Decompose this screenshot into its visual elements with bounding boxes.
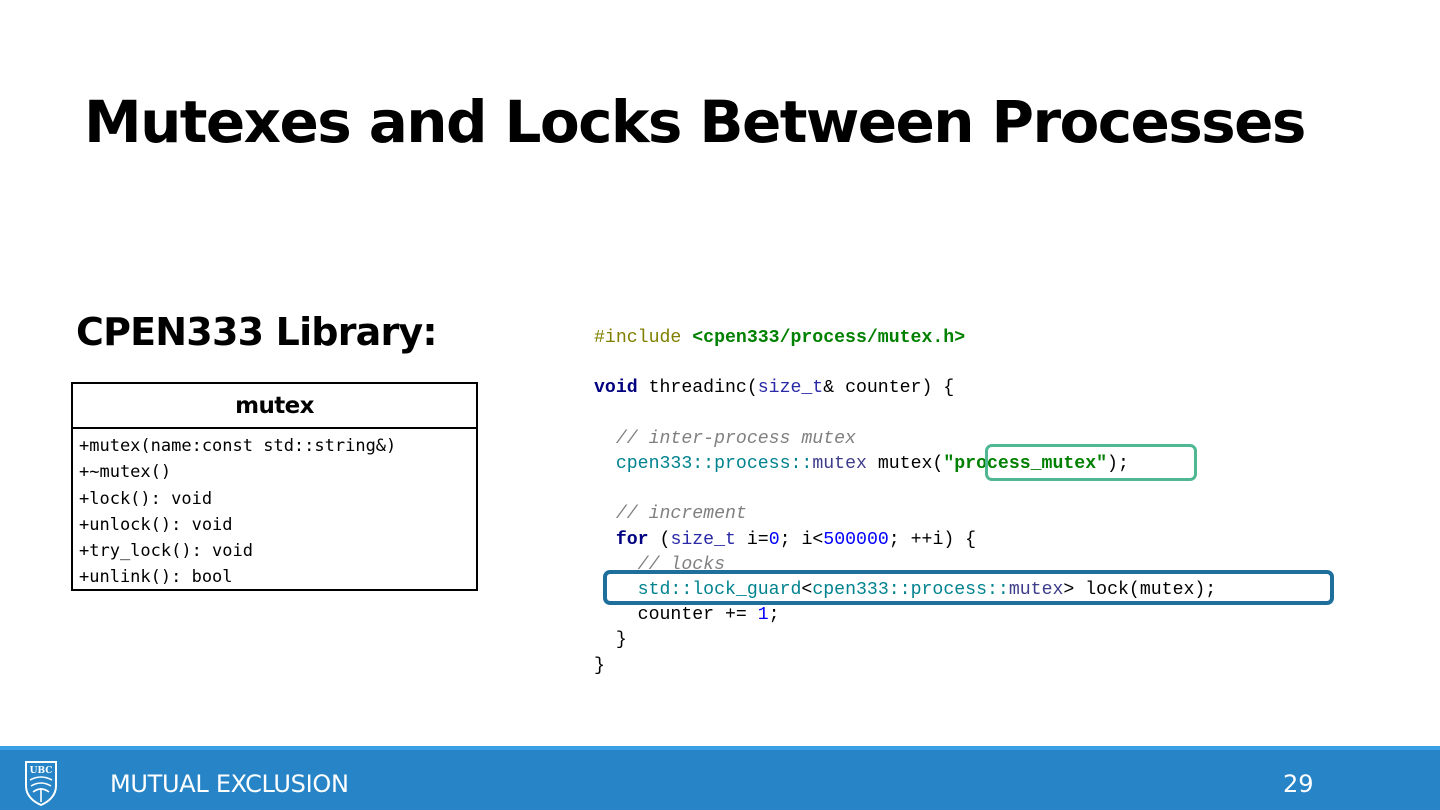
- code-line-6: cpen333::process::mutex mutex("process_m…: [594, 454, 1129, 474]
- mutex-name-string: "process_mutex": [943, 454, 1108, 475]
- cls-mutex: mutex: [812, 454, 867, 475]
- slide-title: Mutexes and Locks Between Processes: [84, 88, 1306, 156]
- footer-bar: UBC MUTUAL EXCLUSION 29: [0, 746, 1440, 810]
- num-one: 1: [757, 605, 769, 626]
- var-decl: mutex(: [866, 454, 944, 475]
- stmt-semi: ;: [768, 605, 780, 626]
- for-rest: ; ++i) {: [888, 529, 977, 550]
- include-directive: #include: [594, 328, 682, 348]
- code-line-14: }: [594, 656, 605, 676]
- fn-name: threadinc(: [637, 378, 758, 399]
- for-init: i=: [735, 529, 769, 550]
- decl-end: );: [1107, 454, 1129, 475]
- scope-sep: ::: [790, 454, 813, 475]
- page-number: 29: [1283, 770, 1314, 798]
- library-heading: CPEN333 Library:: [76, 310, 438, 354]
- cls-lock-guard: lock_guard: [692, 580, 802, 601]
- code-listing: #include <cpen333/process/mutex.h> void …: [594, 326, 1216, 679]
- ns-cpen333: cpen333: [812, 580, 889, 601]
- cls-mutex: mutex: [1008, 580, 1064, 601]
- code-line-5: // inter-process mutex: [594, 429, 856, 449]
- num-limit: 500000: [823, 529, 889, 550]
- uml-op-lock: +lock(): void: [79, 488, 213, 509]
- type-size-t: size_t: [670, 529, 736, 550]
- lock-rest: > lock(mutex);: [1063, 580, 1217, 601]
- comment-locks: // locks: [637, 554, 725, 575]
- ubc-logo-text: UBC: [30, 766, 53, 776]
- highlight-mutex-name: [985, 444, 1197, 481]
- kw-void: void: [594, 378, 638, 399]
- uml-op-unlink: +unlink(): bool: [79, 567, 233, 588]
- code-line-13: }: [594, 630, 627, 650]
- highlight-lock-guard: [603, 570, 1334, 605]
- footer-section-title: MUTUAL EXCLUSION: [110, 770, 349, 798]
- footer-accent-line: [0, 746, 1440, 750]
- uml-operations: +mutex(name:const std::string&) +~mutex(…: [73, 429, 476, 591]
- ns-process: process: [910, 580, 987, 601]
- code-line-8: // increment: [594, 504, 747, 524]
- scope-sep: ::: [692, 454, 715, 475]
- ns-process: process: [714, 454, 791, 475]
- include-path: <cpen333/process/mutex.h>: [692, 328, 966, 348]
- comment-mutex: // inter-process mutex: [615, 428, 856, 449]
- counter-stmt: counter +=: [637, 605, 758, 626]
- template-open: <: [801, 580, 813, 601]
- code-line-11: std::lock_guard<cpen333::process::mutex>…: [594, 580, 1217, 601]
- code-line-9: for (size_t i=0; i<500000; ++i) {: [594, 530, 976, 550]
- type-size-t: size_t: [757, 378, 824, 399]
- fn-params-rest: & counter) {: [823, 378, 955, 399]
- num-zero: 0: [768, 529, 780, 550]
- code-line-12: counter += 1;: [594, 605, 780, 625]
- ns-std: std: [637, 580, 671, 601]
- for-cond: ; i<: [779, 529, 824, 550]
- uml-class-diagram: mutex +mutex(name:const std::string&) +~…: [71, 382, 478, 591]
- ubc-crest-icon: UBC: [25, 761, 57, 806]
- code-line-3: void threadinc(size_t& counter) {: [594, 378, 954, 398]
- close-brace-inner: }: [615, 630, 627, 651]
- code-line-10: // locks: [594, 555, 725, 575]
- close-brace-outer: }: [594, 655, 605, 676]
- uml-class-name: mutex: [73, 384, 476, 429]
- kw-for: for: [615, 529, 649, 550]
- scope-sep: ::: [987, 580, 1009, 601]
- scope-sep: ::: [888, 580, 911, 601]
- uml-op-try-lock: +try_lock(): void: [79, 541, 253, 562]
- comment-increment: // increment: [615, 504, 747, 525]
- uml-op-destructor: +~mutex(): [79, 462, 172, 483]
- uml-op-unlock: +unlock(): void: [79, 514, 233, 535]
- uml-op-constructor: +mutex(name:const std::string&): [79, 436, 397, 456]
- scope-sep: ::: [670, 580, 693, 601]
- code-line-1: #include <cpen333/process/mutex.h>: [594, 328, 965, 348]
- for-open: (: [648, 529, 671, 550]
- ns-cpen333: cpen333: [615, 454, 693, 475]
